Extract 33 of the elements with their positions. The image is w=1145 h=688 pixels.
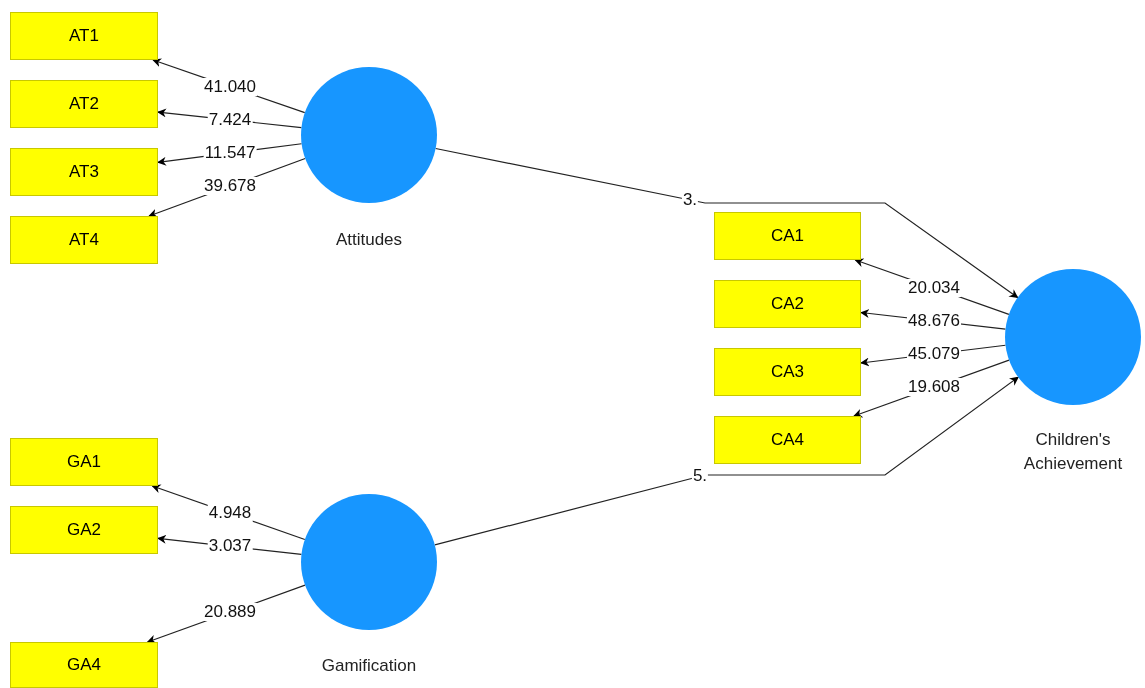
indicator-name: CA3 [770, 362, 805, 382]
indicator-name: AT2 [69, 94, 99, 114]
arrow [434, 376, 1019, 546]
indicator-name: AT3 [69, 162, 99, 182]
indicator-box [714, 212, 861, 260]
edge-label: 19.608 [907, 378, 961, 397]
node-label: Children's Achievement [1022, 429, 1124, 475]
arrow [435, 147, 1019, 299]
indicator-name: AT4 [69, 230, 99, 250]
indicator-box [714, 416, 861, 464]
edge-label: 20.889 [203, 603, 257, 622]
indicator-box [714, 280, 861, 328]
indicator-name: CA2 [770, 294, 805, 314]
edge-label: 4.948 [207, 504, 253, 523]
indicator-box [10, 438, 158, 486]
node-label: Attitudes [334, 229, 404, 251]
indicator-name: CA1 [770, 226, 805, 246]
node-label: Gamification [320, 655, 418, 677]
indicator-box [714, 348, 861, 396]
indicator-box [10, 148, 158, 196]
indicator-name: AT1 [69, 26, 99, 46]
edge-label: 41.040 [203, 77, 257, 96]
indicator-box [10, 506, 158, 554]
indicator-box [10, 216, 158, 264]
edge-label: 20.034 [907, 278, 961, 297]
edge-label: 39.678 [203, 177, 257, 196]
indicator-box [10, 80, 158, 128]
indicator-box [10, 642, 158, 688]
indicator-name: GA1 [67, 452, 101, 472]
indicator-name: CA4 [770, 430, 805, 450]
indicator-name: GA4 [67, 655, 101, 675]
indicator-box [10, 12, 158, 60]
indicator-name: GA2 [67, 520, 101, 540]
